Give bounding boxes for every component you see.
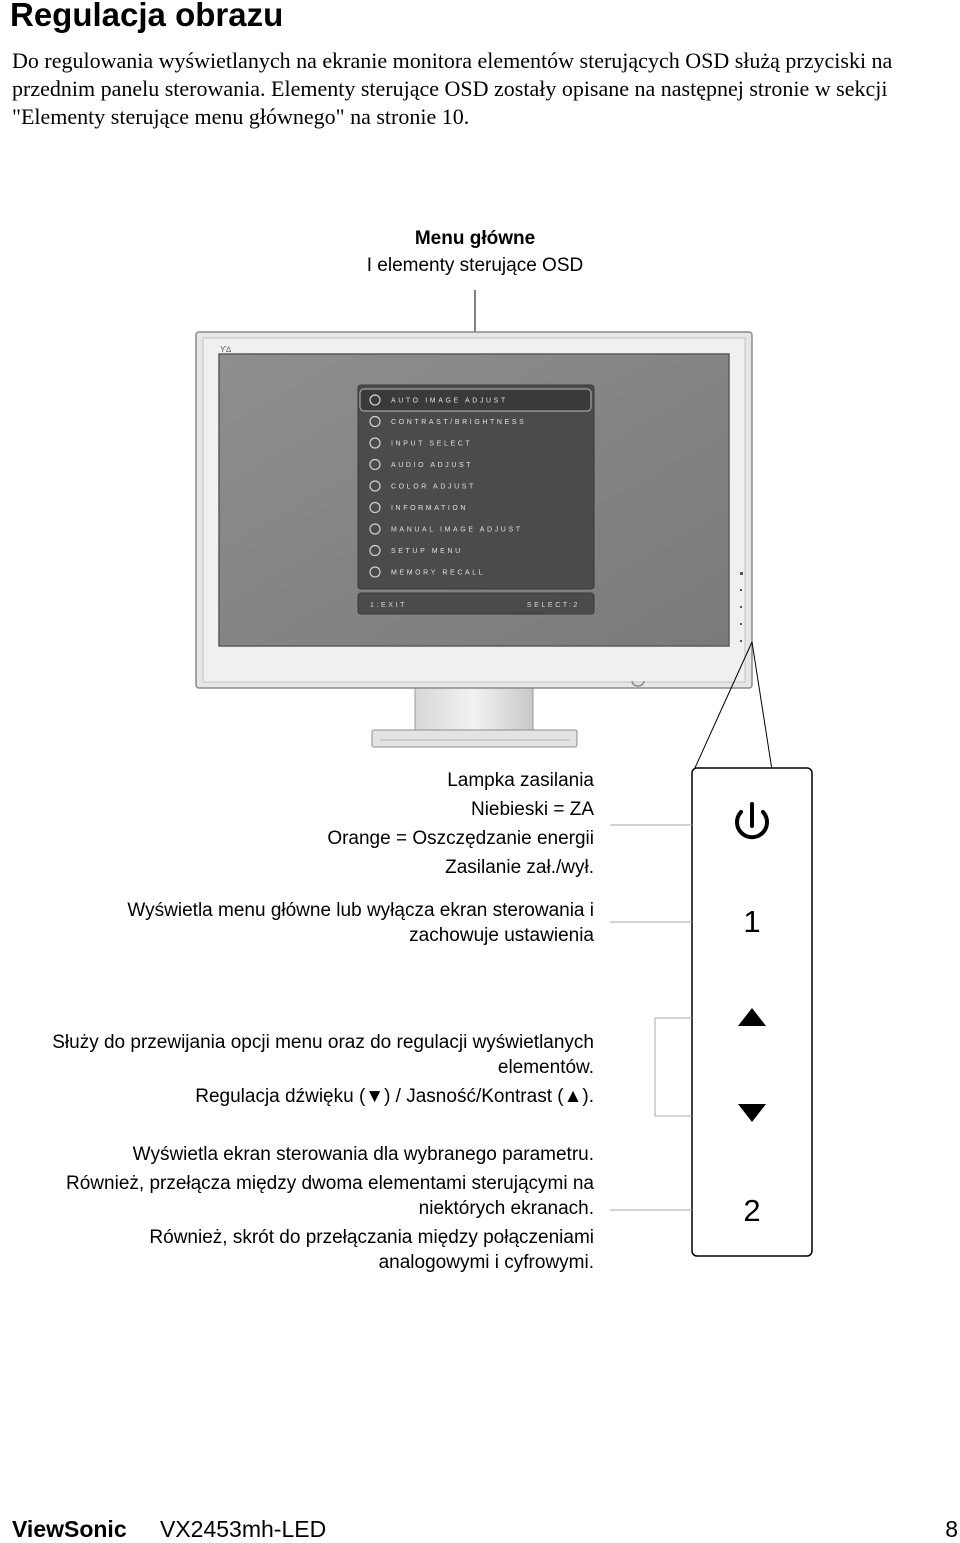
label-line: Wyświetla menu główne lub wyłącza ekran … xyxy=(127,900,594,921)
osd-menu-item[interactable]: AUDIO ADJUST xyxy=(391,462,473,469)
up-arrow-icon xyxy=(738,1008,766,1026)
osd-exit-label: 1:EXIT xyxy=(370,602,407,609)
osd-menu-item[interactable]: CONTRAST/BRIGHTNESS xyxy=(391,419,526,426)
side-buttons xyxy=(740,572,743,642)
button-2-label: 2 xyxy=(743,1193,760,1228)
intro-paragraph: Do regulowania wyświetlanych na ekranie … xyxy=(12,48,893,129)
label-line: niektórych ekranach. xyxy=(418,1198,594,1219)
osd-menu-item[interactable]: INFORMATION xyxy=(391,505,468,512)
label-line: Zasilanie zał./wył. xyxy=(445,857,594,878)
osd-footer xyxy=(357,592,595,615)
button-1-description: Wyświetla menu główne lub wyłącza ekran … xyxy=(127,898,594,948)
osd-menu-item[interactable]: MANUAL IMAGE ADJUST xyxy=(391,527,523,534)
contrast-icon xyxy=(369,415,381,428)
audio-icon xyxy=(369,458,381,471)
page-title: Regulacja obrazu xyxy=(10,0,284,33)
power-led xyxy=(631,680,645,687)
auto-adjust-icon xyxy=(369,394,381,406)
power-led-description: Lampka zasilania Niebieski = ZA Orange =… xyxy=(327,766,594,882)
osd-menu-item[interactable]: AUTO IMAGE ADJUST xyxy=(391,398,508,405)
label-line: Orange = Oszczędzanie energii xyxy=(327,828,594,849)
label-line: Również, skrót do przełączania między po… xyxy=(149,1227,594,1248)
monitor-stand-base xyxy=(371,729,578,748)
color-icon xyxy=(369,480,381,492)
down-arrow-icon xyxy=(738,1104,766,1122)
osd-menu-item[interactable]: INPUT SELECT xyxy=(391,441,472,448)
osd-selected-row xyxy=(359,388,592,412)
manual-icon xyxy=(369,523,381,535)
osd-menu-item[interactable]: COLOR ADJUST xyxy=(391,484,476,491)
arrow-buttons-description: Służy do przewijania opcji menu oraz do … xyxy=(52,1030,594,1109)
footer-model: VX2453mh-LED xyxy=(160,1516,327,1542)
footer-brand: ViewSonic xyxy=(12,1516,127,1542)
info-icon xyxy=(369,501,381,514)
osd-menu xyxy=(357,384,595,590)
input-icon xyxy=(369,437,381,449)
button-1-label: 1 xyxy=(743,904,760,939)
label-line: Lampka zasilania xyxy=(447,770,594,791)
osd-select-label: SELECT:2 xyxy=(527,602,580,609)
label-line: analogowymi i cyfrowymi. xyxy=(378,1252,594,1273)
monitor-stand-neck xyxy=(414,687,534,731)
label-line: elementów. xyxy=(497,1057,594,1078)
label-line: Wyświetla ekran sterowania dla wybranego… xyxy=(132,1144,594,1165)
label-line: Również, przełącza między dwoma elementa… xyxy=(66,1173,594,1194)
button-2-description: Wyświetla ekran sterowania dla wybranego… xyxy=(66,1142,594,1275)
osd-menu-item[interactable]: MEMORY RECALL xyxy=(391,570,485,577)
callout-menu-subtitle: I elementy sterujące OSD xyxy=(366,255,584,276)
label-line: Regulacja dźwięku (▼) / Jasność/Kontrast… xyxy=(195,1086,594,1107)
label-line: zachowuje ustawienia xyxy=(409,925,594,946)
callout-menu-title: Menu główne xyxy=(414,228,536,249)
recall-icon xyxy=(369,566,381,578)
brand-logo: ϒ∆ xyxy=(220,345,231,354)
footer-page-number: 8 xyxy=(945,1516,958,1542)
label-line: Niebieski = ZA xyxy=(470,799,594,820)
power-icon xyxy=(735,802,769,840)
label-line: Służy do przewijania opcji menu oraz do … xyxy=(52,1032,594,1053)
setup-icon xyxy=(369,544,381,557)
osd-menu-item[interactable]: SETUP MENU xyxy=(391,548,463,555)
